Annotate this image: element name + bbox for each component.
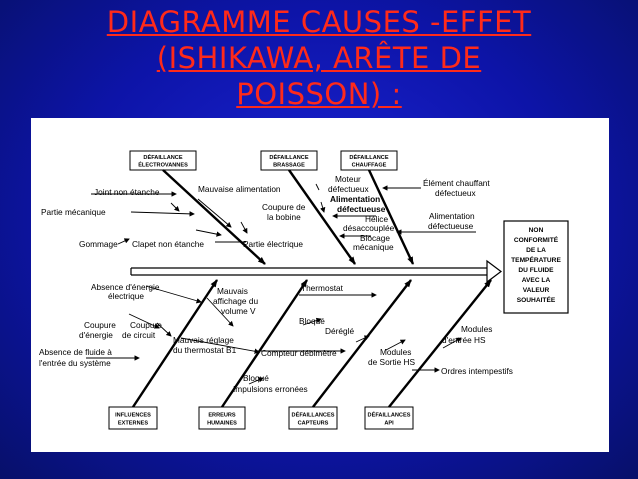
cause-label: Moteur: [335, 174, 361, 184]
cause-label: Bloqué: [299, 316, 325, 326]
result-line: DU FLUIDE: [518, 267, 554, 274]
cause-label: la bobine: [267, 212, 301, 222]
cause-label: de Sortie HS: [368, 357, 416, 367]
cause-label: Thermostat: [301, 283, 344, 293]
result-line: AVEC LA: [522, 277, 551, 284]
cause-label: Ordres intempestifs: [441, 366, 513, 376]
result-line: TEMPÉRATURE: [511, 255, 561, 264]
cause-label: Partie mécanique: [41, 207, 106, 217]
cause-label: Hélice: [365, 214, 388, 224]
cause-label: affichage du: [213, 296, 258, 306]
cause-label: Impulsions erronées: [233, 384, 308, 394]
page-title: DIAGRAMME CAUSES -EFFET (ISHIKAWA, ARÊTE…: [0, 4, 638, 112]
cause-label: d'énergie: [79, 330, 113, 340]
result-line: DE LA: [526, 247, 546, 254]
category-box-chauffage: DÉFAILLANCE CHAUFFAGE: [340, 150, 398, 171]
svg-text:CHAUFFAGE: CHAUFFAGE: [352, 163, 387, 169]
diagram-canvas: NON CONFORMITÉ DE LA TEMPÉRATURE DU FLUI…: [39, 150, 569, 430]
cause-label: Coupure: [84, 320, 116, 330]
cause-label: Joint non étanche: [94, 187, 160, 197]
cause-label: d'entrée HS: [442, 335, 486, 345]
svg-text:ÉLECTROVANNES: ÉLECTROVANNES: [138, 161, 188, 169]
cause-label: Compteur débimètre: [261, 348, 337, 358]
cause-label: mécanique: [353, 242, 394, 252]
title-line-2: (ISHIKAWA, ARÊTE DE: [156, 41, 482, 75]
cause-label: Coupure de: [262, 202, 306, 212]
title-line-1: DIAGRAMME CAUSES -EFFET: [106, 5, 532, 39]
category-box-influences: INFLUENCES EXTERNES: [108, 406, 158, 430]
cause-label: l'entrée du système: [39, 358, 111, 368]
cause-label: défectueux: [435, 188, 476, 198]
cause-label: défectueux: [328, 184, 369, 194]
cause-label: de circuit: [122, 330, 156, 340]
svg-text:ERREURS: ERREURS: [208, 413, 236, 419]
cause-label: défectueuse: [337, 204, 386, 214]
category-box-brassage: DÉFAILLANCE BRASSAGE: [260, 150, 318, 171]
title-line-3: POISSON) :: [236, 77, 402, 111]
category-box-electrovannes: DÉFAILLANCE ÉLECTROVANNES: [129, 150, 197, 171]
cause-label: Mauvais: [217, 286, 248, 296]
cause-label: Blocage: [360, 233, 390, 243]
result-line: SOUHAITÉE: [517, 295, 556, 304]
main-spine: [130, 259, 502, 284]
cause-label: Mauvais réglage: [173, 335, 234, 345]
cause-label: désaccouplée: [343, 223, 395, 233]
svg-text:CAPTEURS: CAPTEURS: [298, 421, 329, 427]
ishikawa-diagram: NON CONFORMITÉ DE LA TEMPÉRATURE DU FLUI…: [31, 118, 609, 452]
category-box-erreurs: ERREURS HUMAINES: [198, 406, 246, 430]
cause-label: Élément chauffant: [423, 178, 490, 188]
svg-text:DÉFAILLANCES: DÉFAILLANCES: [368, 411, 411, 419]
svg-text:EXTERNES: EXTERNES: [118, 421, 148, 427]
major-bones: [131, 169, 492, 408]
category-box-api: DÉFAILLANCES API: [364, 406, 414, 430]
svg-text:DÉFAILLANCE: DÉFAILLANCE: [349, 153, 388, 161]
svg-text:BRASSAGE: BRASSAGE: [273, 163, 305, 169]
cause-labels: Joint non étanche Partie mécanique Gomma…: [39, 174, 513, 394]
cause-label: Partie électrique: [243, 239, 303, 249]
cause-label: électrique: [108, 291, 144, 301]
result-line: NON: [529, 227, 544, 234]
cause-label: du thermostat B1: [173, 345, 237, 355]
cause-label: Modules: [380, 347, 411, 357]
result-line: VALEUR: [523, 287, 550, 294]
svg-text:INFLUENCES: INFLUENCES: [115, 413, 151, 419]
svg-text:DÉFAILLANCES: DÉFAILLANCES: [292, 411, 335, 419]
cause-label: défectueuse: [428, 221, 474, 231]
svg-text:DÉFAILLANCE: DÉFAILLANCE: [269, 153, 308, 161]
svg-text:DÉFAILLANCE: DÉFAILLANCE: [143, 153, 182, 161]
minor-bones: [86, 183, 476, 385]
cause-label: Clapet non étanche: [132, 239, 204, 249]
category-box-capteurs: DÉFAILLANCES CAPTEURS: [288, 406, 338, 430]
cause-label: Alimentation: [330, 194, 380, 204]
cause-label: volume V: [221, 306, 256, 316]
cause-label: Gommage: [79, 239, 118, 249]
result-line: CONFORMITÉ: [514, 235, 559, 244]
svg-text:HUMAINES: HUMAINES: [207, 421, 237, 427]
cause-label: Bloqué: [243, 373, 269, 383]
cause-label: Alimentation: [429, 211, 475, 221]
cause-label: Mauvaise alimentation: [198, 184, 281, 194]
result-box: NON CONFORMITÉ DE LA TEMPÉRATURE DU FLUI…: [503, 220, 569, 314]
cause-label: Coupure: [130, 320, 162, 330]
svg-text:API: API: [384, 421, 394, 427]
cause-label: Modules: [461, 324, 492, 334]
cause-label: Absence de fluide à: [39, 347, 112, 357]
cause-label: Déréglé: [325, 326, 354, 336]
cause-label: Absence d'énergie: [91, 282, 160, 292]
